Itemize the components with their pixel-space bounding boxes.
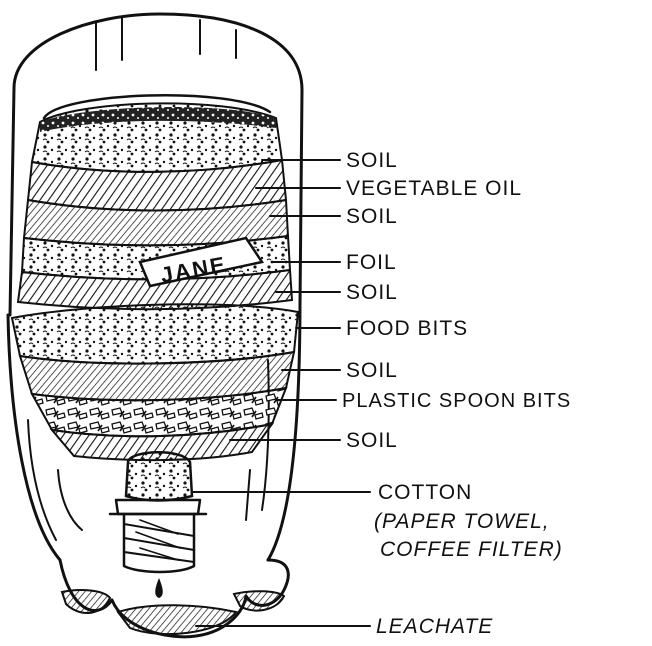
leachate-drop [155,578,163,598]
cotton-plug [126,452,192,500]
label-food-bits: FOOD BITS [346,317,468,340]
label-soil-5: SOIL [346,429,398,452]
label-cotton-note-2: COFFEE FILTER) [380,538,563,561]
layer-labels: SOIL VEGETABLE OIL SOIL FOIL SOIL FOOD B… [342,149,571,638]
leachate-pools [62,590,284,634]
label-cotton: COTTON [378,481,472,504]
bottle-neck [110,452,206,572]
label-soil-4: SOIL [346,359,398,382]
lower-fill [12,304,298,460]
layer-food-bits [12,304,298,363]
label-plastic-spoon-bits: PLASTIC SPOON BITS [342,390,571,412]
upper-fill: JANE [18,103,292,309]
label-cotton-note-1: (PAPER TOWEL, [374,510,550,533]
label-vegetable-oil: VEGETABLE OIL [346,177,522,200]
label-leachate: LEACHATE [376,615,493,638]
label-soil-1: SOIL [346,149,398,172]
label-soil-2: SOIL [346,205,398,228]
label-soil-3: SOIL [346,281,398,304]
label-foil: FOIL [346,251,397,274]
